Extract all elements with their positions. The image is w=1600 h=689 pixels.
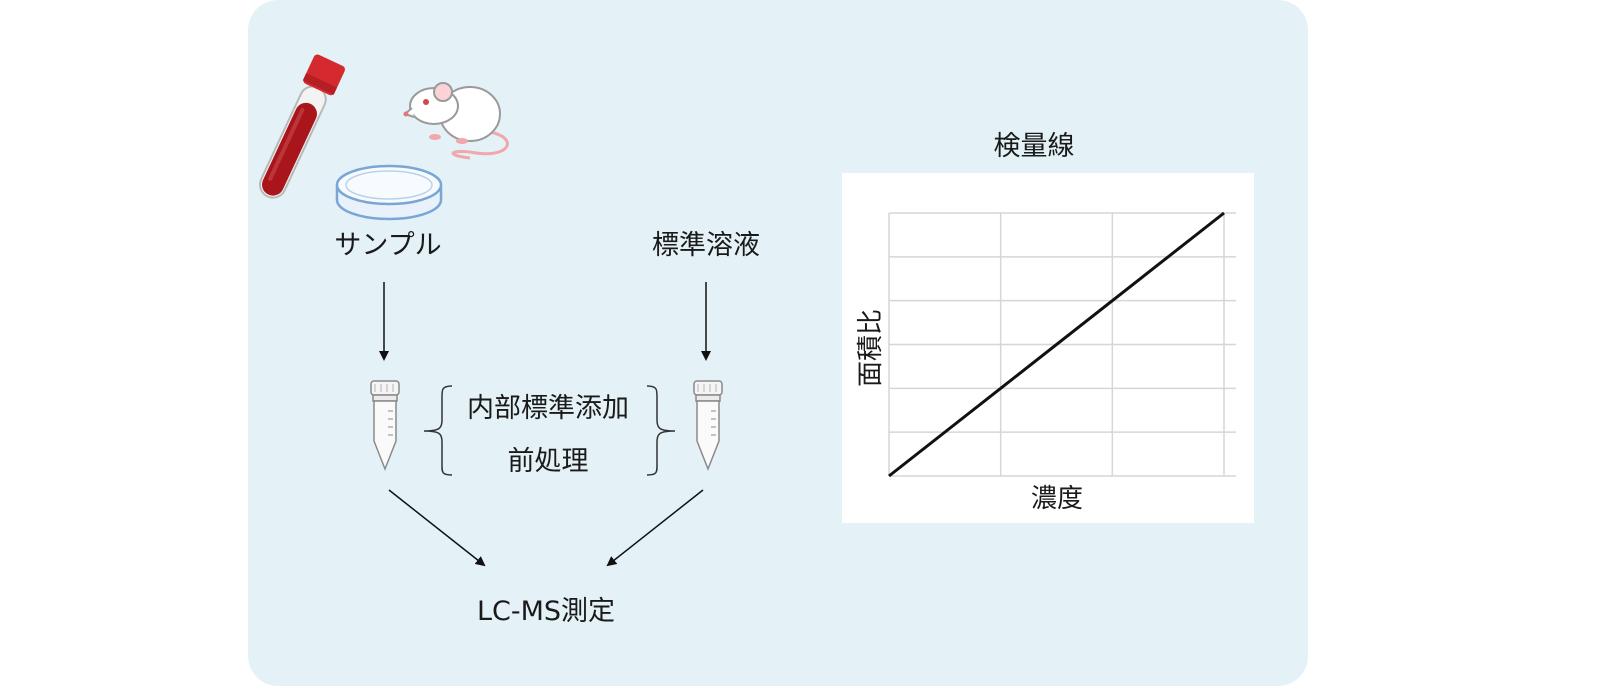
sample-label: サンプル xyxy=(334,230,442,261)
standard-solution-label: 標準溶液 xyxy=(652,230,760,261)
chart-grid xyxy=(888,212,1236,477)
calibration-chart-plot xyxy=(888,211,1236,478)
calibration-line-series-0 xyxy=(888,211,1225,478)
chart-title: 検量線 xyxy=(993,131,1075,162)
chart-y-axis-label: 面積比 xyxy=(856,308,886,388)
chart-series xyxy=(888,211,1225,478)
lc-ms-measurement-label: LC-MS測定 xyxy=(476,596,616,627)
internal-standard-label: 内部標準添加 xyxy=(467,393,629,424)
calibration-chart xyxy=(842,173,1254,523)
pretreatment-label: 前処理 xyxy=(507,446,589,477)
chart-x-axis-label: 濃度 xyxy=(1030,484,1084,514)
